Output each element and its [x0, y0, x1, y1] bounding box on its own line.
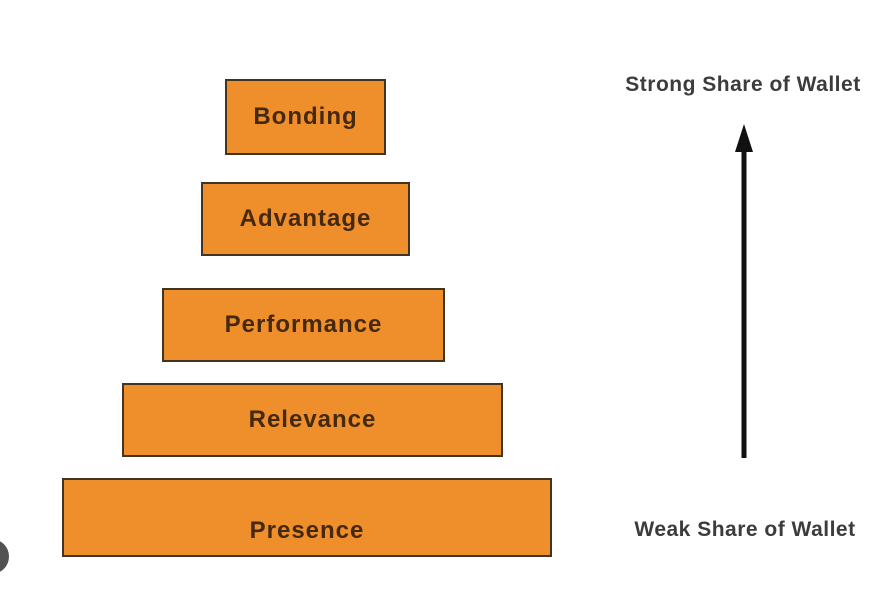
- pyramid-level-bonding: Bonding: [225, 79, 386, 155]
- pyramid-level-label: Performance: [224, 311, 383, 338]
- pyramid-level-label: Relevance: [248, 406, 377, 433]
- pyramid-level-label: Advantage: [239, 205, 372, 232]
- pyramid-level-advantage: Advantage: [201, 182, 410, 256]
- pyramid-level-label: Bonding: [253, 103, 358, 130]
- pyramid-level-presence: Presence: [62, 478, 552, 557]
- pyramid-level-label: Presence: [249, 517, 365, 544]
- axis-bottom-label: Weak Share of Wallet: [634, 518, 856, 541]
- up-arrow-icon: [735, 124, 753, 458]
- pyramid-level-relevance: Relevance: [122, 383, 503, 457]
- corner-dot-decoration: [0, 539, 9, 574]
- axis-top-label: Strong Share of Wallet: [625, 73, 861, 96]
- pyramid-level-performance: Performance: [162, 288, 445, 362]
